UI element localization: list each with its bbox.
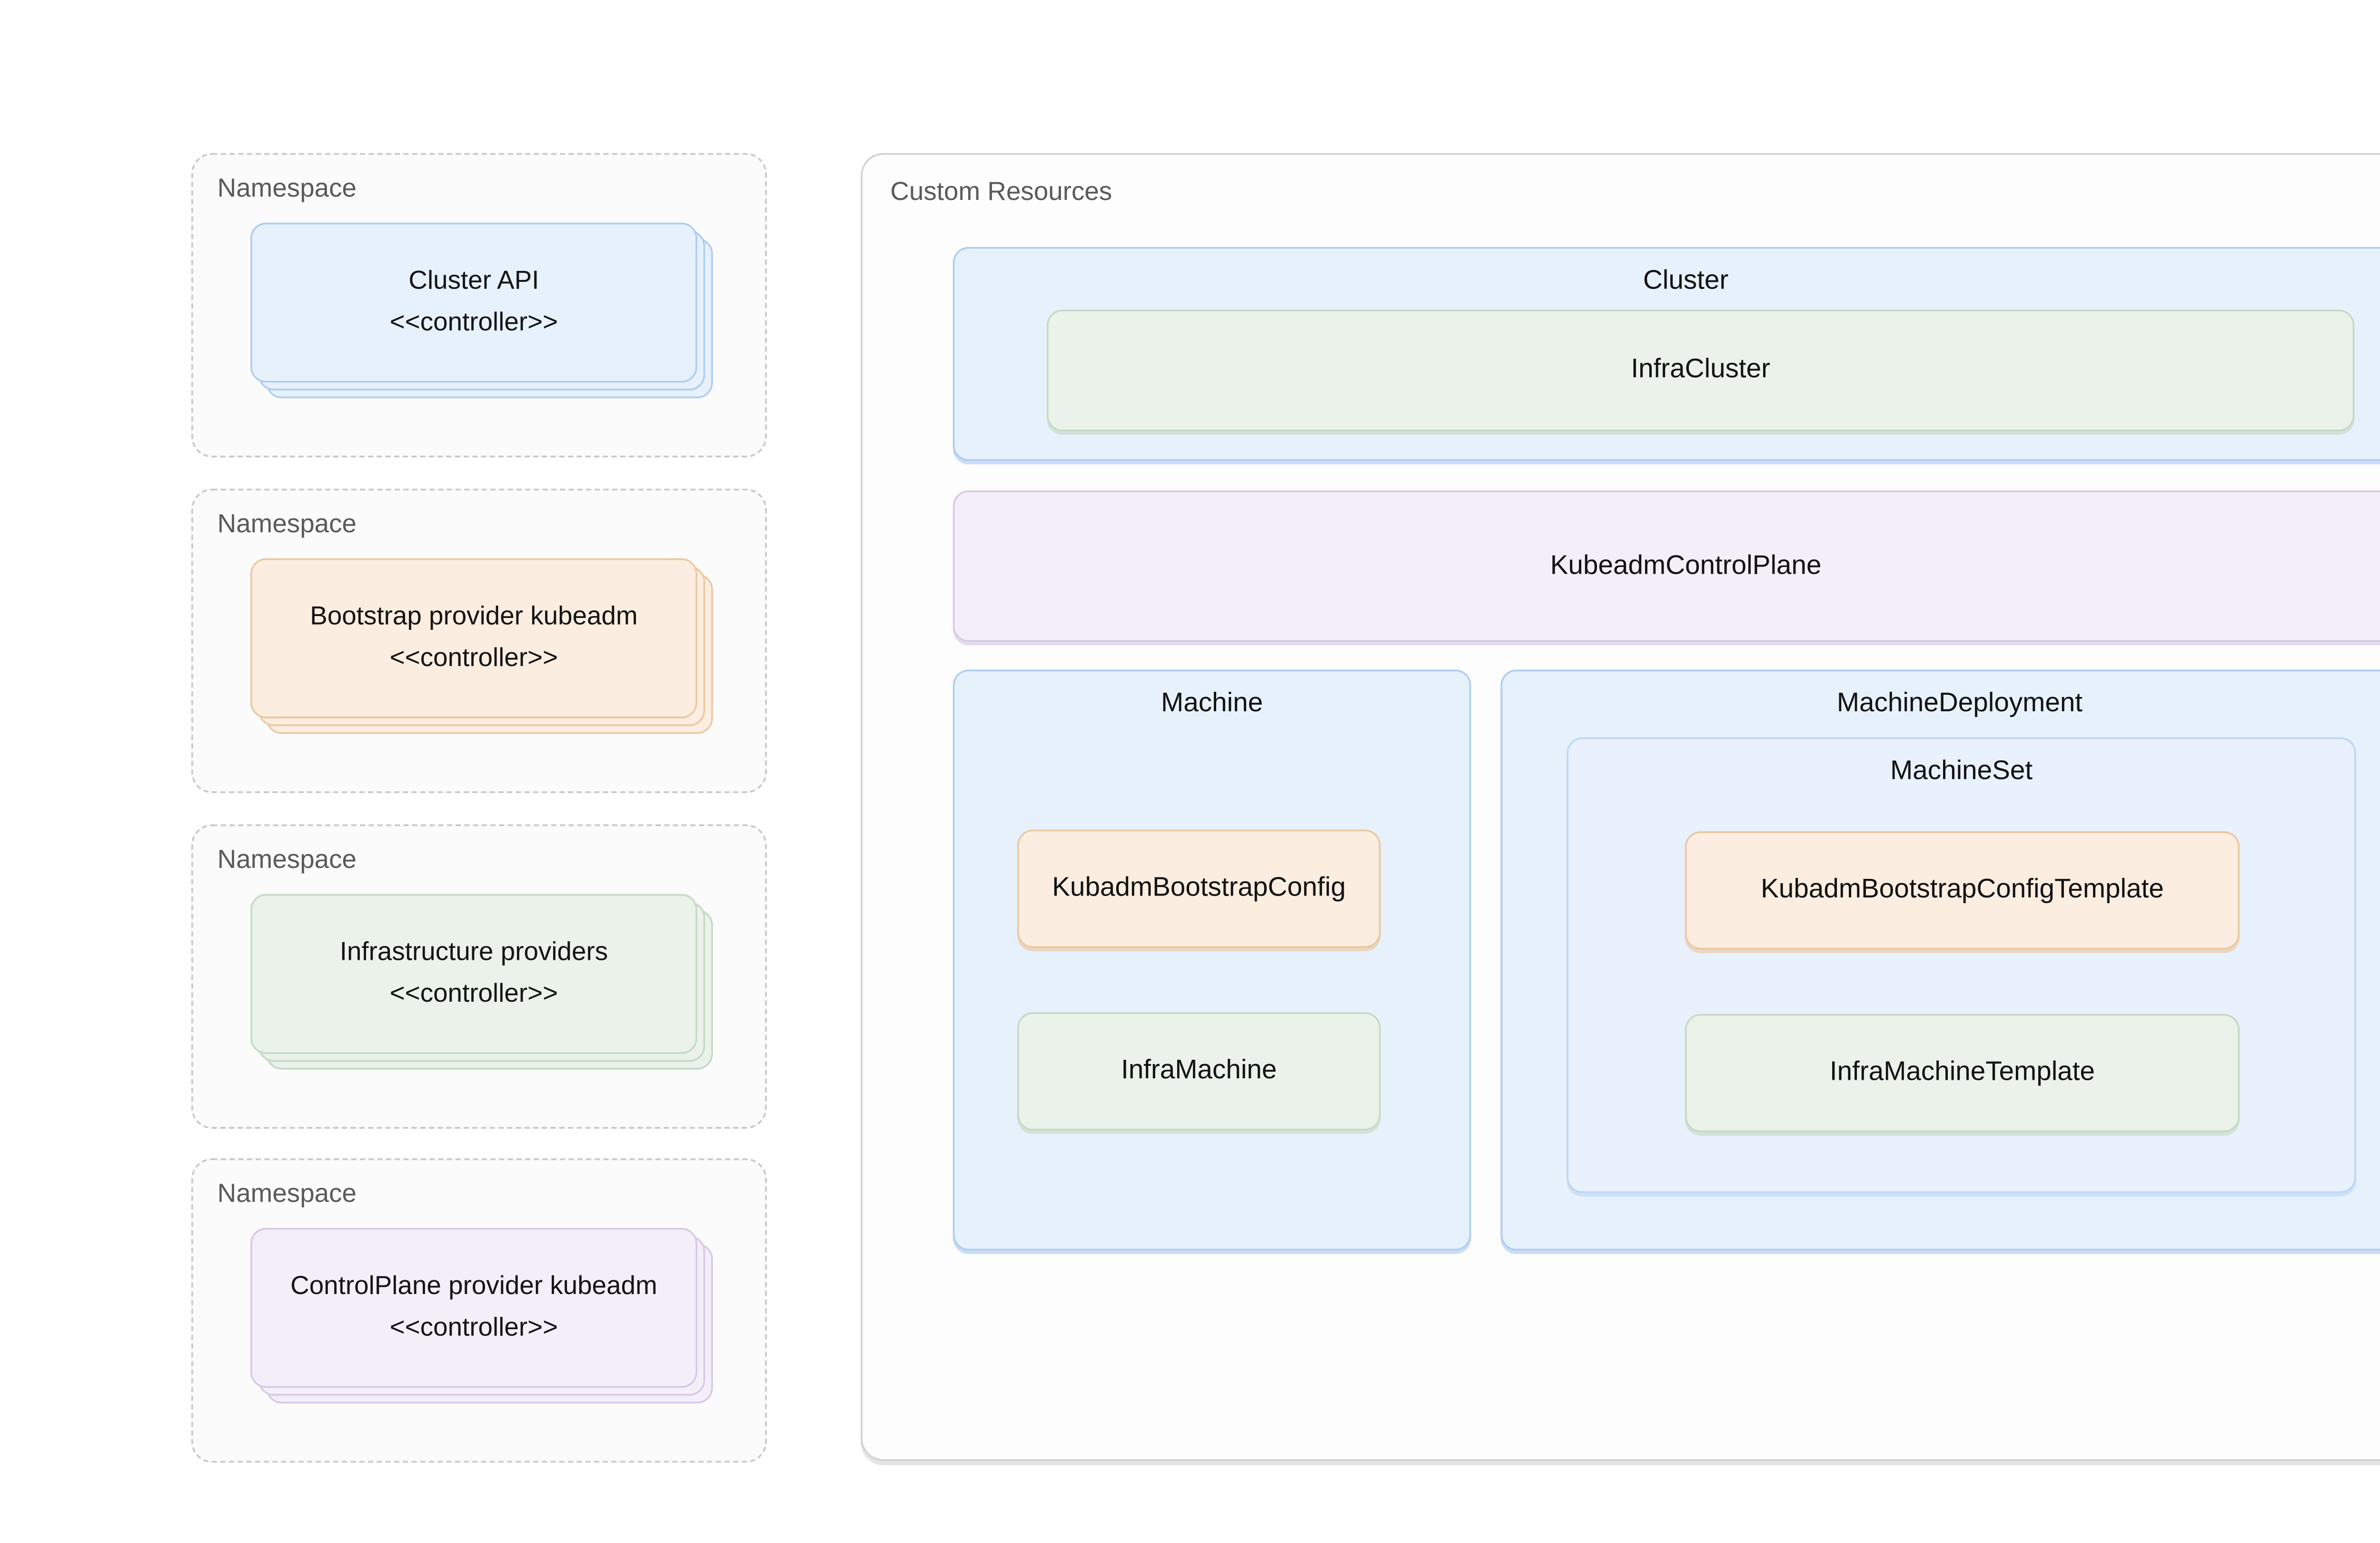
infra-cluster-box: InfraCluster [1047, 309, 2355, 431]
card-stereotype-line: <<controller>> [389, 1313, 558, 1343]
card-title-line: ControlPlane provider kubeadm [290, 1271, 657, 1301]
controller-card-controlplane-provider: ControlPlane provider kubeadm <<controll… [250, 1228, 697, 1388]
controller-card-infrastructure-providers: Infrastructure providers <<controller>> [250, 894, 697, 1054]
controller-card-stack-infrastructure-providers: Infrastructure providers <<controller>> [250, 894, 713, 1070]
machine-set-box: MachineSet KubadmBootstrapConfigTemplate… [1567, 737, 2356, 1193]
card-stereotype-line: <<controller>> [389, 979, 558, 1009]
namespace-label: Namespace [217, 845, 357, 875]
namespace-box-controlplane-provider: Namespace ControlPlane provider kubeadm … [191, 1158, 767, 1463]
cluster-title: Cluster [1643, 266, 1729, 296]
controller-card-cluster-api: Cluster API <<controller>> [250, 222, 697, 383]
card-title-line: Infrastructure providers [339, 937, 608, 967]
infra-machine-box: InfraMachine [1017, 1012, 1381, 1131]
machine-deployment-title: MachineDeployment [1836, 688, 2083, 718]
card-stereotype-line: <<controller>> [389, 643, 558, 673]
kubadm-bootstrap-config-template-box: KubadmBootstrapConfigTemplate [1685, 831, 2240, 950]
machine-title: Machine [1161, 688, 1263, 718]
card-title-line: Bootstrap provider kubeadm [310, 601, 638, 632]
controller-card-stack-cluster-api: Cluster API <<controller>> [250, 222, 713, 398]
custom-resources-label: Custom Resources [890, 177, 1112, 207]
card-title-line: Cluster API [408, 266, 539, 296]
machine-set-title: MachineSet [1890, 757, 2033, 786]
namespace-box-cluster-api: Namespace Cluster API <<controller>> [191, 153, 767, 458]
namespace-box-infrastructure-providers: Namespace Infrastructure providers <<con… [191, 824, 767, 1129]
namespace-box-bootstrap-provider: Namespace Bootstrap provider kubeadm <<c… [191, 488, 767, 793]
cluster-box: Cluster InfraCluster [952, 247, 2380, 461]
machine-deployment-box: MachineDeployment MachineSet KubadmBoots… [1500, 669, 2380, 1251]
infra-machine-template-box: InfraMachineTemplate [1685, 1014, 2240, 1133]
controller-card-stack-controlplane-provider: ControlPlane provider kubeadm <<controll… [250, 1228, 713, 1404]
namespace-label: Namespace [217, 1179, 357, 1209]
card-stereotype-line: <<controller>> [389, 308, 558, 338]
controller-card-stack-bootstrap-provider: Bootstrap provider kubeadm <<controller>… [250, 558, 713, 734]
machine-box: Machine KubadmBootstrapConfig InfraMachi… [952, 669, 1471, 1251]
kubadm-bootstrap-config-box: KubadmBootstrapConfig [1017, 829, 1381, 948]
namespace-label: Namespace [217, 174, 357, 204]
custom-resources-panel: Custom Resources Cluster InfraCluster Ku… [861, 153, 2380, 1461]
controller-card-bootstrap-provider: Bootstrap provider kubeadm <<controller>… [250, 558, 697, 718]
kubeadm-control-plane-box: KubeadmControlPlane [952, 490, 2380, 642]
namespace-label: Namespace [217, 509, 357, 539]
